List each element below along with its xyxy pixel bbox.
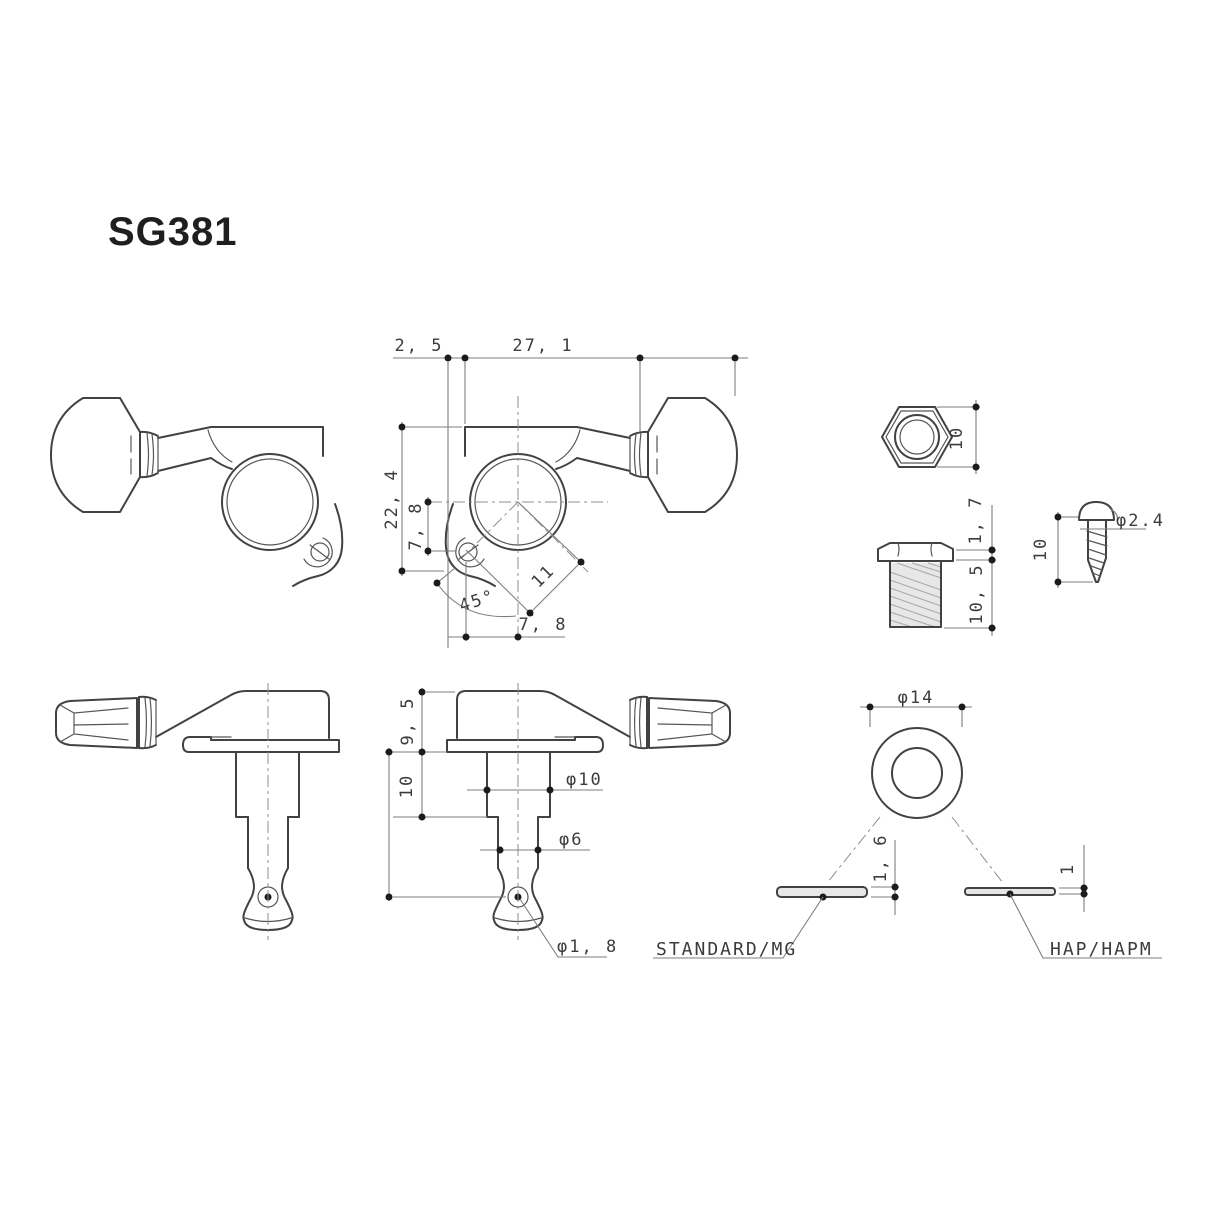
dim-front-ear-offset-v: 7, 8 bbox=[406, 502, 426, 551]
washer-views: φ14 1, 6 STANDARD/MG 1 HAP/HAPM bbox=[653, 688, 1162, 960]
dim-screw-dia: φ2.4 bbox=[1116, 511, 1165, 531]
dim-front-height: 22, 4 bbox=[382, 468, 402, 529]
dim-side-housing-height: 9, 5 bbox=[398, 697, 418, 746]
bushing-view: 1, 7 10, 5 bbox=[877, 496, 996, 636]
dim-washer-dia: φ14 bbox=[898, 688, 935, 708]
model-number-title: SG381 bbox=[108, 210, 238, 254]
dim-bushing-head: 1, 7 bbox=[966, 496, 986, 545]
dim-bushing-thread: 10, 5 bbox=[967, 563, 987, 624]
dim-front-length: 27, 1 bbox=[512, 336, 573, 356]
dim-washer-thickness-standard: 1, 6 bbox=[871, 834, 891, 883]
dim-nut-width: 10 bbox=[947, 426, 967, 450]
hex-nut-view: 10 bbox=[881, 400, 980, 474]
front-view-left bbox=[50, 397, 344, 587]
dim-front-ear-offset-h: 7, 8 bbox=[519, 615, 568, 635]
front-view-dimensioned: 2, 5 27, 1 22, 4 7, 8 45° 11 bbox=[382, 336, 748, 648]
dim-side-string-post-dia: φ6 bbox=[559, 830, 583, 850]
dim-washer-thickness-hap: 1 bbox=[1058, 863, 1078, 875]
label-hap-hapm: HAP/HAPM bbox=[1050, 939, 1153, 960]
dim-side-string-hole-dia: φ1, 8 bbox=[557, 937, 618, 957]
side-view-left bbox=[55, 682, 340, 941]
dim-front-ear-dist: 11 bbox=[528, 561, 559, 592]
dim-screw-length: 10 bbox=[1031, 537, 1051, 561]
side-view-dimensioned: 9, 5 10 φ10 φ6 φ1, 8 bbox=[385, 682, 731, 958]
dim-side-post-dia: φ10 bbox=[566, 770, 603, 790]
label-standard-mg: STANDARD/MG bbox=[656, 939, 797, 960]
dim-front-offset: 2, 5 bbox=[395, 336, 444, 356]
dim-side-post-length: 10 bbox=[397, 774, 417, 798]
mounting-screw-view: φ2.4 10 bbox=[1031, 501, 1165, 588]
dim-front-ear-angle: 45° bbox=[457, 586, 498, 616]
